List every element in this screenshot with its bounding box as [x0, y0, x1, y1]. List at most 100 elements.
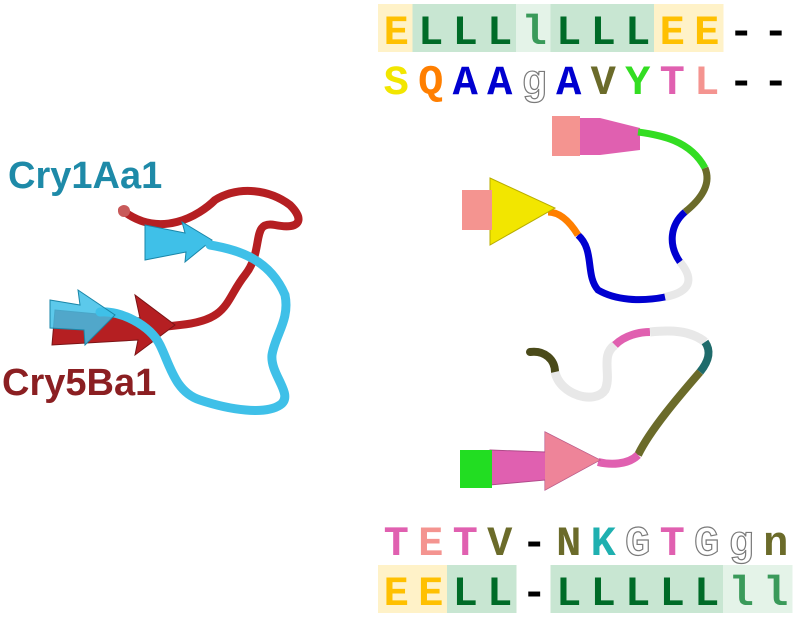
amino-acid-letter: L: [694, 59, 719, 107]
top-fragment-green-segment: [637, 128, 709, 170]
amino-acid-letter: V: [487, 520, 513, 568]
bottom-fragment-white-coil: [550, 341, 619, 402]
residue-background: [447, 565, 482, 613]
residue-background: [550, 4, 586, 52]
top-fragment-salmon-start: [462, 190, 492, 230]
amino-acid-letter: S: [384, 59, 409, 107]
bottom-fragment-teal-coil: [696, 339, 713, 375]
secondary-structure-letter: -: [522, 570, 547, 617]
secondary-structure-letter: L: [453, 9, 478, 57]
bottom-fragment-pink-coil-2: [597, 451, 641, 468]
secondary-structure-letter: L: [556, 9, 581, 57]
residue-background: [516, 4, 551, 52]
top-fragment-blue-segment-2: [575, 232, 666, 304]
cry5ba1-terminus: [118, 205, 130, 217]
amino-acid-letter: A: [556, 59, 582, 107]
amino-acid-letter: T: [660, 520, 685, 568]
residue-background: [550, 565, 586, 613]
secondary-structure-letter: l: [729, 570, 754, 617]
residue-background: [412, 4, 448, 52]
secondary-structure-letter: L: [591, 570, 616, 617]
top-fragment-ribbon: [462, 116, 711, 304]
amino-acid-letter: Y: [625, 59, 651, 107]
secondary-structure-letter: L: [487, 9, 512, 57]
secondary-structure-letter: l: [522, 9, 547, 57]
cry5ba1-label: Cry5Ba1: [2, 362, 156, 404]
amino-acid-letter: A: [453, 59, 479, 107]
amino-acid-letter: T: [384, 520, 409, 568]
top-fragment-arrow-upper-base: [552, 116, 580, 156]
top-fragment-orange-segment: [547, 208, 581, 237]
residue-background: [447, 4, 482, 52]
secondary-structure-letter: E: [384, 570, 409, 617]
superposition-panel: Cry1Aa1 Cry5Ba1: [2, 155, 303, 415]
bottom-fragment-olive-coil: [526, 347, 559, 376]
secondary-structure-letter: E: [418, 570, 443, 617]
secondary-structure-letter: L: [487, 570, 512, 617]
top-fragment-white-segment: [664, 259, 693, 301]
residue-background: [654, 4, 689, 52]
amino-acid-letter: Q: [418, 59, 443, 107]
secondary-structure-letter: L: [625, 9, 650, 57]
secondary-structure-letter: E: [384, 9, 409, 57]
amino-acid-letter: -: [729, 59, 754, 107]
secondary-structure-letter: L: [591, 9, 616, 57]
secondary-structure-letter: L: [694, 570, 719, 617]
residue-background: [757, 565, 793, 613]
top-fragment-olive-segment: [682, 166, 711, 215]
bottom-fragment-green-start: [460, 450, 492, 488]
residue-background: [619, 565, 655, 613]
residue-background: [723, 565, 758, 613]
cry1aa1-coil: [95, 240, 291, 415]
secondary-structure-letter: L: [418, 9, 443, 57]
residue-background: [688, 565, 724, 613]
amino-acid-letter: A: [487, 59, 513, 107]
cry5ba1-ribbon: [51, 186, 303, 357]
bottom-fragment-pink-coil: [612, 328, 651, 348]
bottom-fragment-salmon-cap: [545, 432, 600, 490]
secondary-structure-letter: L: [556, 570, 581, 617]
secondary-structure-letter: -: [763, 9, 788, 57]
amino-acid-letter: g: [729, 520, 754, 568]
top-fragment-yellow-arrow: [489, 177, 557, 246]
amino-acid-letter: -: [522, 520, 547, 568]
amino-acid-letter: n: [763, 520, 788, 568]
amino-acid-letter: N: [556, 520, 581, 568]
residue-background: [378, 4, 413, 52]
secondary-structure-letter: -: [729, 9, 754, 57]
cry5ba1-coil: [81, 186, 303, 334]
amino-acid-letter: g: [522, 59, 547, 107]
residue-background: [585, 4, 620, 52]
residue-background: [481, 4, 517, 52]
cry1aa1-ribbon: [49, 220, 291, 415]
secondary-structure-letter: L: [625, 570, 650, 617]
bottom-fragment-ribbon: [460, 326, 713, 491]
amino-acid-letter: K: [591, 520, 617, 568]
secondary-structure-letter: E: [660, 9, 685, 57]
amino-acid-letter: G: [625, 520, 650, 568]
amino-acid-letter: T: [660, 59, 685, 107]
secondary-structure-letter: l: [763, 570, 788, 617]
residue-background: [412, 565, 448, 613]
amino-acid-letter: -: [763, 59, 788, 107]
cry1aa1-label: Cry1Aa1: [8, 155, 162, 197]
bottom-fragment-olive-coil-2: [634, 369, 704, 457]
amino-acid-letter: E: [418, 520, 443, 568]
secondary-structure-letter: L: [453, 570, 478, 617]
residue-background: [654, 565, 689, 613]
bottom-fragment-white-coil-2: [649, 326, 708, 346]
residue-background: [481, 565, 517, 613]
top-fragment-blue-segment: [668, 209, 688, 265]
secondary-structure-letter: L: [660, 570, 685, 617]
amino-acid-letter: G: [694, 520, 719, 568]
amino-acid-letter: T: [453, 520, 478, 568]
residue-background: [619, 4, 655, 52]
amino-acid-letter: V: [591, 59, 617, 107]
cry1aa1-strand-arrow-2: [49, 288, 116, 347]
secondary-structure-letter: E: [694, 9, 719, 57]
